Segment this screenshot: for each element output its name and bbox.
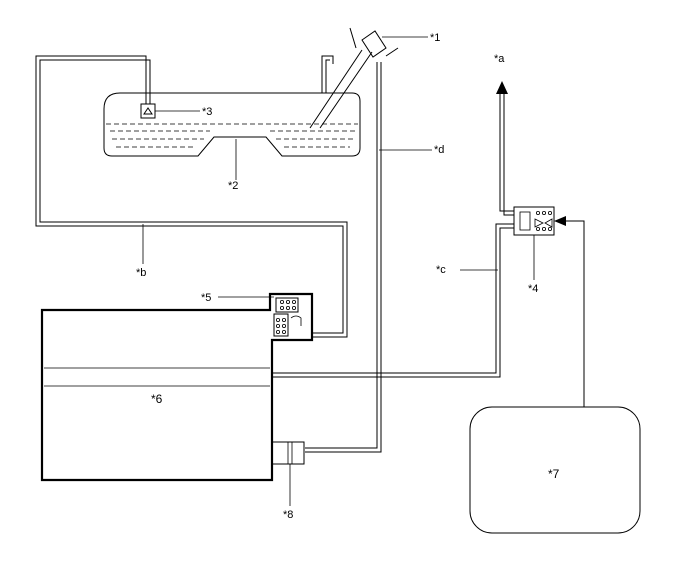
fuel-filler-pipe (309, 27, 428, 129)
callout-4: *4 (528, 283, 538, 295)
callout-d: *d (434, 144, 444, 156)
pressure-sensor (271, 441, 305, 506)
line-b (35, 55, 348, 338)
callout-2: *2 (228, 180, 238, 192)
callout-a: *a (494, 53, 505, 65)
line-d (305, 55, 432, 453)
callout-c: *c (436, 264, 446, 276)
callout-1: *1 (430, 32, 440, 44)
charcoal-canister (40, 292, 314, 482)
purge-vsv (513, 206, 555, 280)
callout-5: *5 (201, 292, 211, 304)
callout-8: *8 (283, 509, 293, 521)
pump-module-valves (218, 296, 302, 337)
fuel-cutoff-valve (140, 103, 200, 119)
callout-b: *b (136, 267, 146, 279)
flow-arrow-up-icon (496, 81, 508, 94)
line-c (272, 223, 514, 378)
callout-3: *3 (202, 106, 212, 118)
signal-arrow-left-icon (554, 216, 566, 226)
callout-7: *7 (548, 467, 560, 481)
callout-6: *6 (151, 392, 163, 406)
ecm (469, 216, 641, 534)
line-a (496, 81, 514, 216)
fuel-tank (103, 92, 361, 157)
